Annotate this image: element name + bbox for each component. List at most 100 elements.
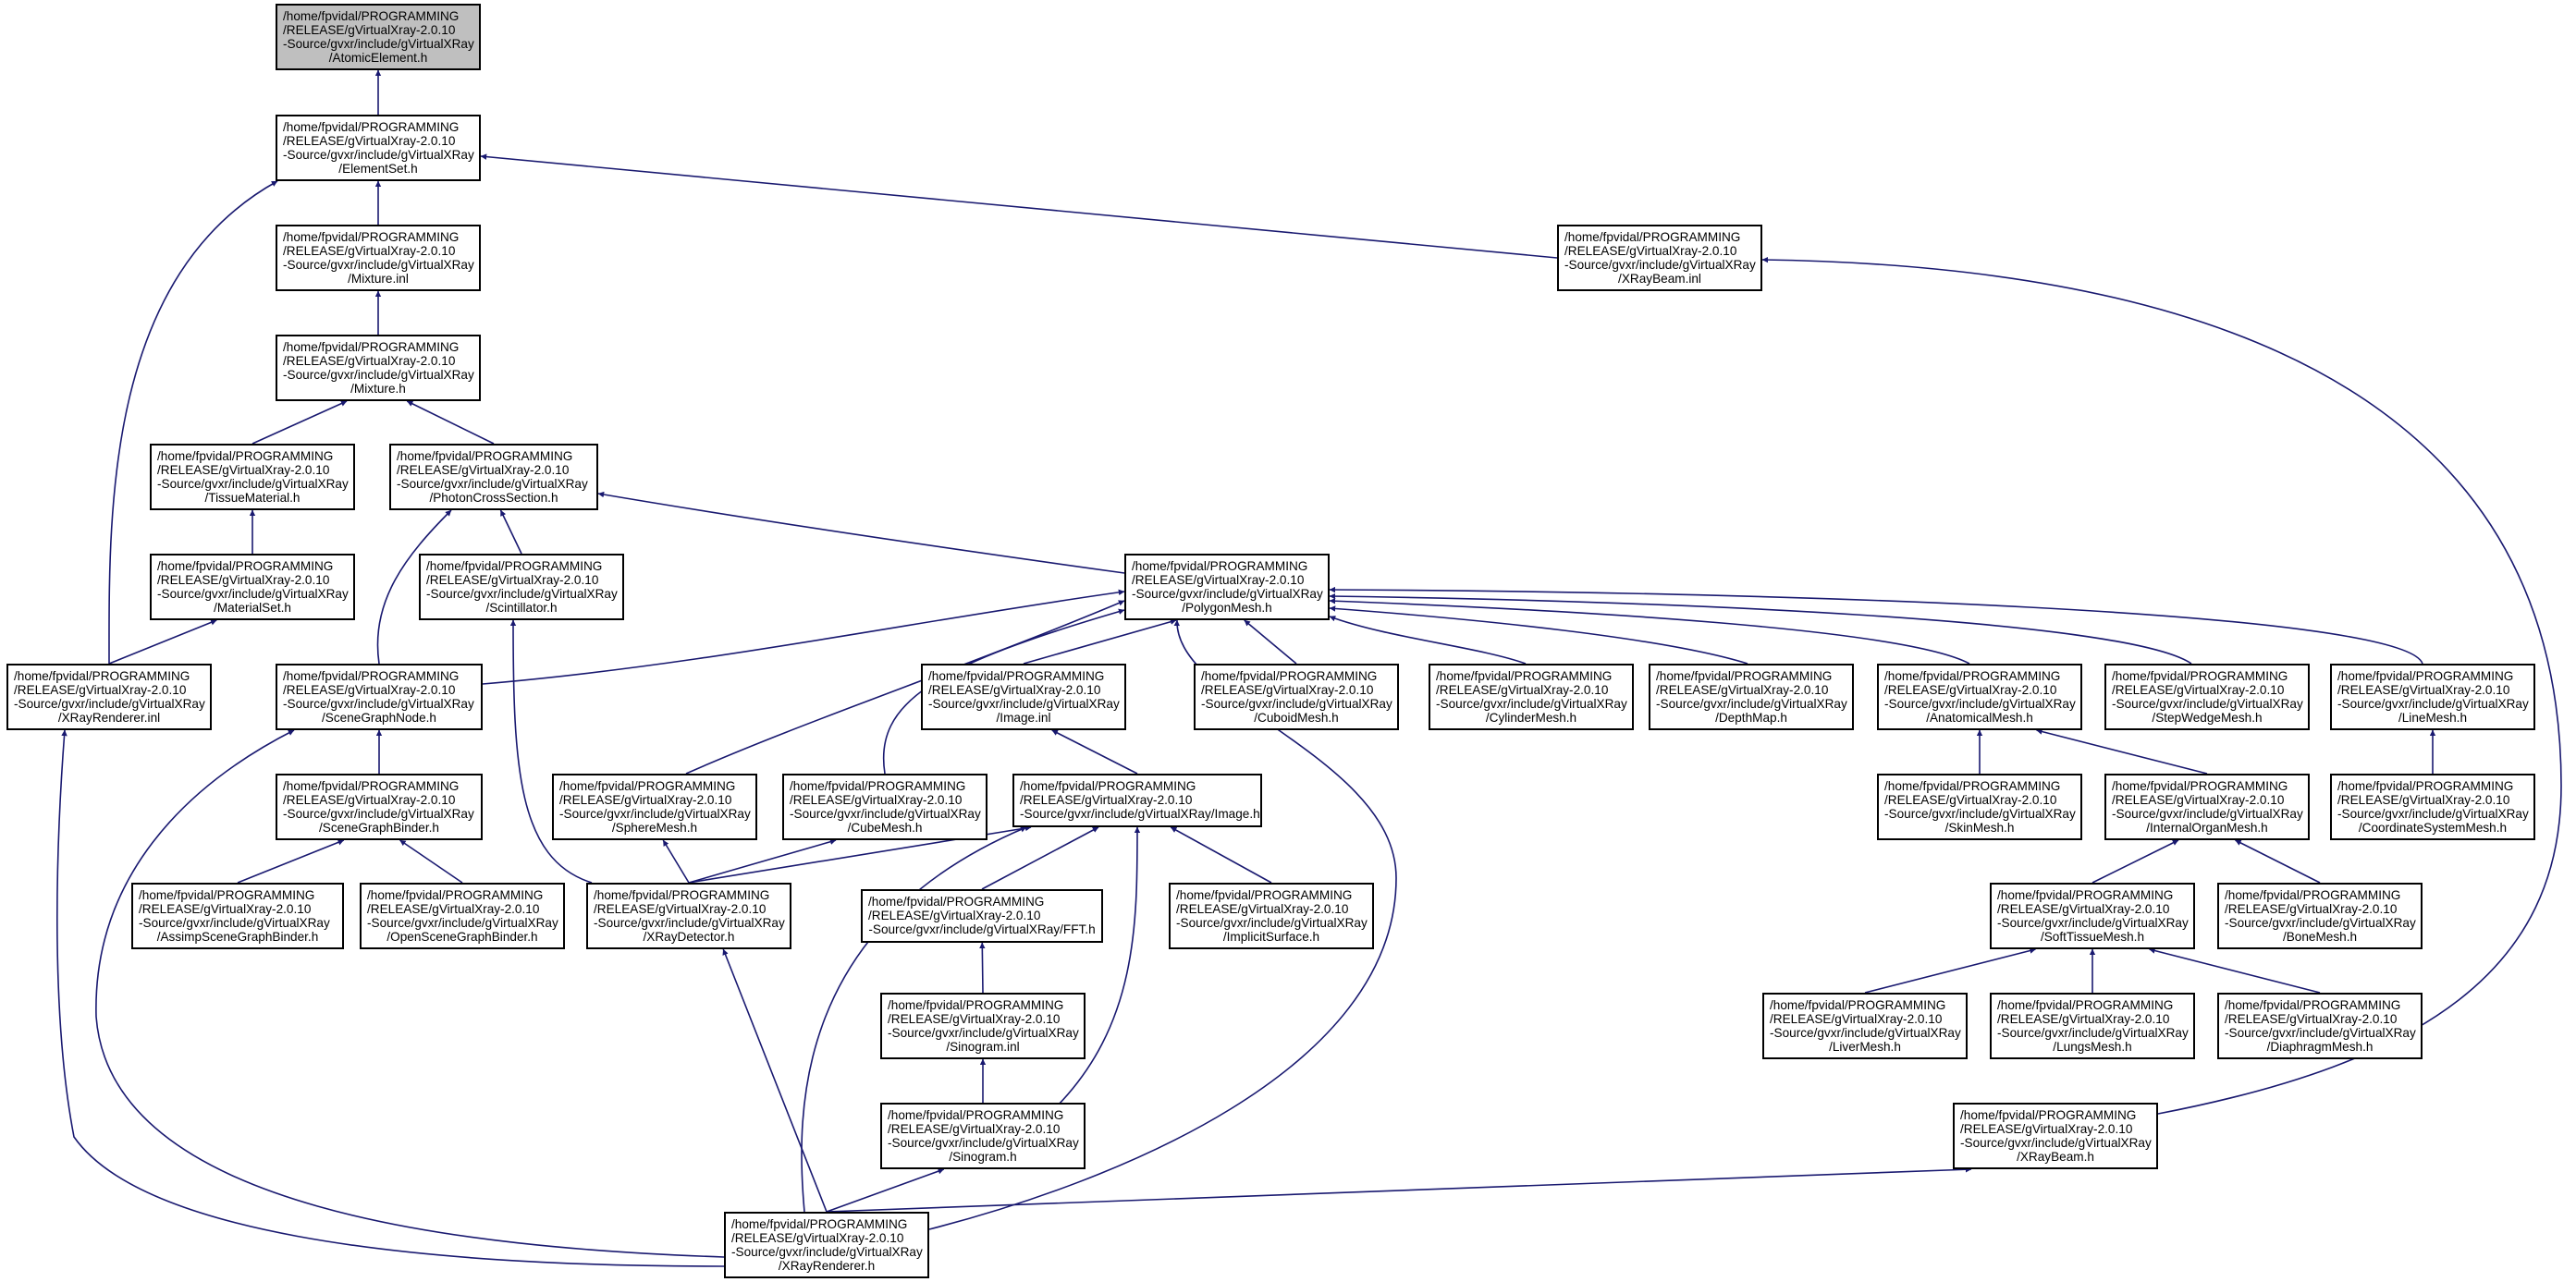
node-label-line: /RELEASE/gVirtualXray-2.0.10 <box>888 1012 1061 1026</box>
node-label-line: /Scintillator.h <box>485 601 558 615</box>
graph-node-openscenegraphbinder-h[interactable]: /home/fpvidal/PROGRAMMING/RELEASE/gVirtu… <box>360 883 565 949</box>
graph-node-photoncrosssection-h[interactable]: /home/fpvidal/PROGRAMMING/RELEASE/gVirtu… <box>389 444 598 510</box>
node-label-line: /RELEASE/gVirtualXray-2.0.10 <box>1564 244 1737 258</box>
include-edge <box>1244 619 1297 665</box>
graph-node-softtissuemesh-h[interactable]: /home/fpvidal/PROGRAMMING/RELEASE/gVirtu… <box>1990 883 2195 949</box>
graph-node-image-inl[interactable]: /home/fpvidal/PROGRAMMING/RELEASE/gVirtu… <box>921 664 1126 730</box>
graph-node-cylindermesh-h[interactable]: /home/fpvidal/PROGRAMMING/RELEASE/gVirtu… <box>1429 664 1634 730</box>
graph-node-elementset-h[interactable]: /home/fpvidal/PROGRAMMING/RELEASE/gVirtu… <box>276 115 481 181</box>
node-label-line: -Source/gvxr/include/gVirtualXRay <box>283 258 474 272</box>
graph-node-scintillator-h[interactable]: /home/fpvidal/PROGRAMMING/RELEASE/gVirtu… <box>419 554 624 620</box>
include-edge <box>826 1166 1972 1213</box>
graph-node-coordinatesystemmesh-h[interactable]: /home/fpvidal/PROGRAMMING/RELEASE/gVirtu… <box>2330 774 2535 840</box>
node-label-line: /home/fpvidal/PROGRAMMING <box>868 895 1045 909</box>
node-label-line: /home/fpvidal/PROGRAMMING <box>1960 1108 2137 1122</box>
graph-node-anatomicalmesh-h[interactable]: /home/fpvidal/PROGRAMMING/RELEASE/gVirtu… <box>1877 664 2082 730</box>
node-label-line: -Source/gvxr/include/gVirtualXRay <box>157 587 349 601</box>
node-label-line: /RELEASE/gVirtualXray-2.0.10 <box>157 463 330 477</box>
graph-node-assimpscenegraphbinder-h[interactable]: /home/fpvidal/PROGRAMMING/RELEASE/gVirtu… <box>131 883 344 949</box>
node-label-line: /RELEASE/gVirtualXray-2.0.10 <box>1770 1012 1943 1026</box>
graph-node-scenegraphnode-h[interactable]: /home/fpvidal/PROGRAMMING/RELEASE/gVirtu… <box>276 664 483 730</box>
node-label-line: /home/fpvidal/PROGRAMMING <box>1132 559 1308 573</box>
node-label-line: /Image.inl <box>996 711 1051 725</box>
include-edge <box>1170 826 1272 884</box>
node-label-line: /RELEASE/gVirtualXray-2.0.10 <box>283 683 456 697</box>
node-label-line: /LiverMesh.h <box>1829 1040 1901 1054</box>
graph-node-linemesh-h[interactable]: /home/fpvidal/PROGRAMMING/RELEASE/gVirtu… <box>2330 664 2535 730</box>
graph-node-implicitsurface-h[interactable]: /home/fpvidal/PROGRAMMING/RELEASE/gVirtu… <box>1169 883 1374 949</box>
graph-node-livermesh-h[interactable]: /home/fpvidal/PROGRAMMING/RELEASE/gVirtu… <box>1762 993 1968 1059</box>
node-label-line: /home/fpvidal/PROGRAMMING <box>2225 998 2401 1012</box>
node-label-line: /RELEASE/gVirtualXray-2.0.10 <box>1884 683 2057 697</box>
graph-node-sinogram-h[interactable]: /home/fpvidal/PROGRAMMING/RELEASE/gVirtu… <box>880 1103 1086 1169</box>
node-label-line: -Source/gvxr/include/gVirtualXRay <box>2225 916 2416 930</box>
graph-node-tissuematerial-h[interactable]: /home/fpvidal/PROGRAMMING/RELEASE/gVirtu… <box>150 444 355 510</box>
node-label-line: /RELEASE/gVirtualXray-2.0.10 <box>928 683 1101 697</box>
graph-node-xraybeam-inl[interactable]: /home/fpvidal/PROGRAMMING/RELEASE/gVirtu… <box>1557 225 1762 291</box>
graph-node-xraybeam-h[interactable]: /home/fpvidal/PROGRAMMING/RELEASE/gVirtu… <box>1953 1103 2158 1169</box>
include-edge <box>688 838 837 884</box>
node-label-line: -Source/gvxr/include/gVirtualXRay <box>2337 697 2529 711</box>
node-label-line: -Source/gvxr/include/gVirtualXRay <box>1997 916 2189 930</box>
node-label-line: /RELEASE/gVirtualXray-2.0.10 <box>283 793 456 807</box>
node-label-line: /MaterialSet.h <box>214 601 291 615</box>
graph-node-materialset-h[interactable]: /home/fpvidal/PROGRAMMING/RELEASE/gVirtu… <box>150 554 355 620</box>
node-label-line: /RELEASE/gVirtualXray-2.0.10 <box>594 902 767 916</box>
node-label-line: /SkinMesh.h <box>1944 821 2015 835</box>
include-edge <box>1329 605 1748 665</box>
graph-node-mixture-inl[interactable]: /home/fpvidal/PROGRAMMING/RELEASE/gVirtu… <box>276 225 481 291</box>
node-label-line: /TissueMaterial.h <box>204 491 301 505</box>
graph-node-xrayrenderer-h[interactable]: /home/fpvidal/PROGRAMMING/RELEASE/gVirtu… <box>724 1212 929 1278</box>
node-label-line: -Source/gvxr/include/gVirtualXRay <box>1997 1026 2189 1040</box>
node-label-line: /home/fpvidal/PROGRAMMING <box>283 340 460 354</box>
node-label-line: /RELEASE/gVirtualXray-2.0.10 <box>157 573 330 587</box>
include-edge <box>499 509 522 555</box>
node-label-line: /home/fpvidal/PROGRAMMING <box>283 120 460 134</box>
graph-node-mixture-h[interactable]: /home/fpvidal/PROGRAMMING/RELEASE/gVirtu… <box>276 335 481 401</box>
include-edge <box>662 839 690 884</box>
node-label-line: /home/fpvidal/PROGRAMMING <box>1201 669 1378 683</box>
graph-node-xraydetector-h[interactable]: /home/fpvidal/PROGRAMMING/RELEASE/gVirtu… <box>586 883 791 949</box>
graph-node-sinogram-inl[interactable]: /home/fpvidal/PROGRAMMING/RELEASE/gVirtu… <box>880 993 1086 1059</box>
include-edge <box>482 589 1125 685</box>
graph-node-lungsmesh-h[interactable]: /home/fpvidal/PROGRAMMING/RELEASE/gVirtu… <box>1990 993 2195 1059</box>
graph-node-skinmesh-h[interactable]: /home/fpvidal/PROGRAMMING/RELEASE/gVirtu… <box>1877 774 2082 840</box>
node-label-line: -Source/gvxr/include/gVirtualXRay <box>1656 697 1847 711</box>
include-edge <box>1023 618 1177 665</box>
graph-node-stepwedgemesh-h[interactable]: /home/fpvidal/PROGRAMMING/RELEASE/gVirtu… <box>2104 664 2310 730</box>
graph-node-cubemesh-h[interactable]: /home/fpvidal/PROGRAMMING/RELEASE/gVirtu… <box>782 774 987 840</box>
node-label-line: /LungsMesh.h <box>2053 1040 2132 1054</box>
graph-node-diaphragmmesh-h[interactable]: /home/fpvidal/PROGRAMMING/RELEASE/gVirtu… <box>2217 993 2423 1059</box>
node-label-line: /home/fpvidal/PROGRAMMING <box>139 888 315 902</box>
graph-node-image-h[interactable]: /home/fpvidal/PROGRAMMING/RELEASE/gVirtu… <box>1012 774 1262 827</box>
node-label-line: /RELEASE/gVirtualXray-2.0.10 <box>426 573 599 587</box>
node-label-line: /CoordinateSystemMesh.h <box>2358 821 2508 835</box>
node-label-line: -Source/gvxr/include/gVirtualXRay <box>1884 807 2076 821</box>
node-label-line: /XRayBeam.inl <box>1618 272 1701 286</box>
node-label-line: -Source/gvxr/include/gVirtualXRay <box>1201 697 1392 711</box>
graph-node-scenegraphbinder-h[interactable]: /home/fpvidal/PROGRAMMING/RELEASE/gVirtu… <box>276 774 483 840</box>
node-label-line: /AssimpSceneGraphBinder.h <box>156 930 319 944</box>
graph-node-depthmap-h[interactable]: /home/fpvidal/PROGRAMMING/RELEASE/gVirtu… <box>1649 664 1854 730</box>
graph-node-internalorganmesh-h[interactable]: /home/fpvidal/PROGRAMMING/RELEASE/gVirtu… <box>2104 774 2310 840</box>
node-label-line: /Mixture.inl <box>348 272 409 286</box>
graph-node-xrayrenderer-inl[interactable]: /home/fpvidal/PROGRAMMING/RELEASE/gVirtu… <box>6 664 212 730</box>
node-label-line: /ImplicitSurface.h <box>1222 930 1320 944</box>
graph-node-fft-h[interactable]: /home/fpvidal/PROGRAMMING/RELEASE/gVirtu… <box>861 889 1103 943</box>
graph-node-cuboidmesh-h[interactable]: /home/fpvidal/PROGRAMMING/RELEASE/gVirtu… <box>1194 664 1399 730</box>
node-label-line: /home/fpvidal/PROGRAMMING <box>1564 230 1741 244</box>
node-label-line: /home/fpvidal/PROGRAMMING <box>283 779 460 793</box>
node-label-line: -Source/gvxr/include/gVirtualXRay <box>283 697 474 711</box>
include-edge <box>237 839 345 884</box>
node-label-line: /home/fpvidal/PROGRAMMING <box>1656 669 1833 683</box>
node-label-line: /home/fpvidal/PROGRAMMING <box>157 449 334 463</box>
graph-node-polygonmesh-h[interactable]: /home/fpvidal/PROGRAMMING/RELEASE/gVirtu… <box>1124 554 1330 620</box>
node-label-line: /home/fpvidal/PROGRAMMING <box>283 669 460 683</box>
graph-node-bonemesh-h[interactable]: /home/fpvidal/PROGRAMMING/RELEASE/gVirtu… <box>2217 883 2423 949</box>
node-label-line: /RELEASE/gVirtualXray-2.0.10 <box>14 683 187 697</box>
node-label-line: /RELEASE/gVirtualXray-2.0.10 <box>559 793 732 807</box>
graph-node-spheremesh-h[interactable]: /home/fpvidal/PROGRAMMING/RELEASE/gVirtu… <box>552 774 757 840</box>
node-label-line: /RELEASE/gVirtualXray-2.0.10 <box>1201 683 1374 697</box>
include-edge <box>108 619 217 665</box>
